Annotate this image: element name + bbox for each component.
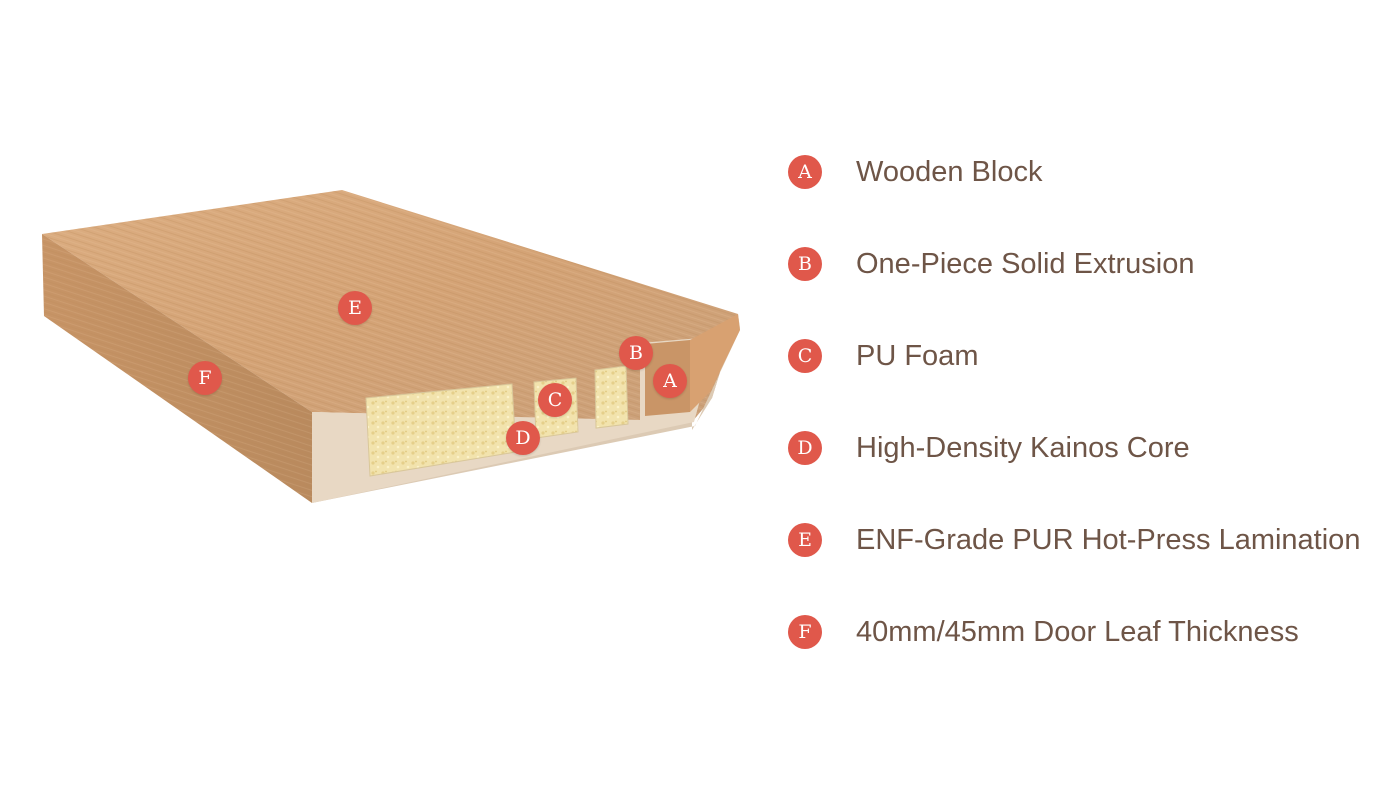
legend-badge-d: D xyxy=(788,431,822,465)
legend-item-f: F 40mm/45mm Door Leaf Thickness xyxy=(788,610,1299,654)
legend-label-f: 40mm/45mm Door Leaf Thickness xyxy=(856,615,1299,648)
legend-badge-f: F xyxy=(788,615,822,649)
wooden-end-cap xyxy=(690,314,740,412)
foam-cavity-small xyxy=(594,365,629,429)
marker-b: B xyxy=(619,336,653,370)
legend-item-c: C PU Foam xyxy=(788,334,978,378)
legend-badge-a: A xyxy=(788,155,822,189)
panel-top-grain xyxy=(42,190,738,422)
legend-label-d: High-Density Kainos Core xyxy=(856,431,1190,464)
door-section-illustration: E F B A C D xyxy=(42,190,740,503)
panel-side-grain xyxy=(42,234,312,503)
legend-badge-b: B xyxy=(788,247,822,281)
marker-a: A xyxy=(653,364,687,398)
legend-label-a: Wooden Block xyxy=(856,155,1043,188)
legend-item-d: D High-Density Kainos Core xyxy=(788,426,1190,470)
legend-item-e: E ENF-Grade PUR Hot-Press Lamination xyxy=(788,518,1360,562)
legend-label-c: PU Foam xyxy=(856,339,979,372)
legend-label-e: ENF-Grade PUR Hot-Press Lamination xyxy=(856,523,1361,556)
door-section-drawing xyxy=(42,190,740,503)
legend-item-b: B One-Piece Solid Extrusion xyxy=(788,242,1195,286)
legend-item-a: A Wooden Block xyxy=(788,150,1042,194)
marker-d: D xyxy=(506,421,540,455)
marker-e: E xyxy=(338,291,372,325)
marker-f: F xyxy=(188,361,222,395)
marker-c: C xyxy=(538,383,572,417)
legend-badge-c: C xyxy=(788,339,822,373)
legend-badge-e: E xyxy=(788,523,822,557)
legend-label-b: One-Piece Solid Extrusion xyxy=(856,247,1195,280)
